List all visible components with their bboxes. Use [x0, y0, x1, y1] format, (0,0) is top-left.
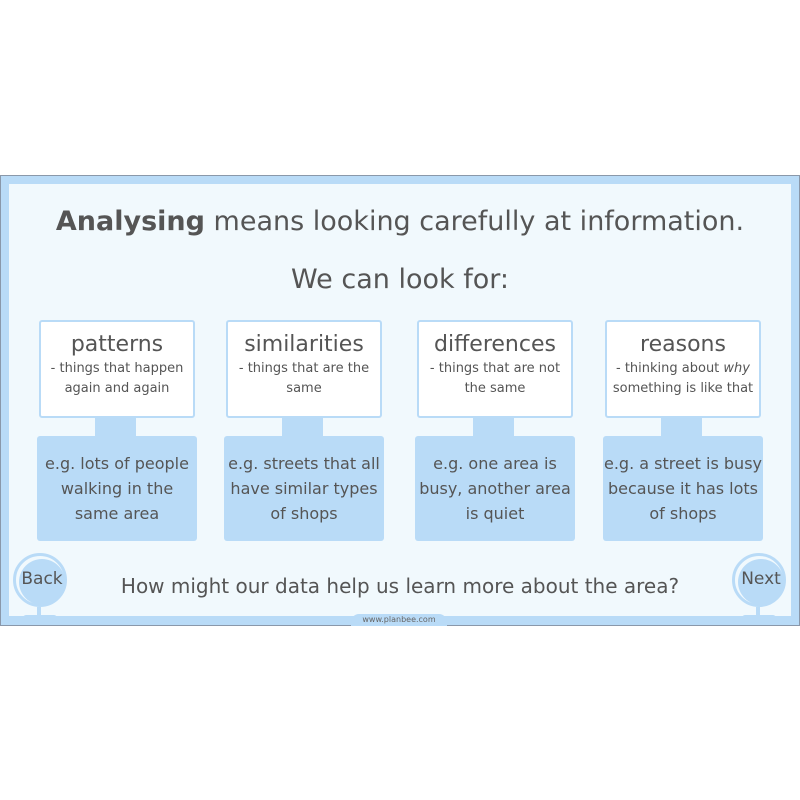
term-box: similarities - things that are the same: [226, 320, 382, 418]
title-text: means looking carefully at information.: [204, 206, 745, 237]
connector: [661, 416, 702, 436]
term-definition: - things that are not the same: [429, 361, 561, 396]
globe-icon: [732, 553, 786, 607]
next-button[interactable]: Next: [730, 553, 790, 623]
connector: [282, 416, 323, 436]
card-differences: differences - things that are not the sa…: [415, 320, 575, 541]
term-word: similarities: [244, 332, 364, 357]
slide-subtitle: We can look for:: [291, 264, 509, 295]
example-box: e.g. a street is busy because it has lot…: [603, 436, 763, 541]
back-button[interactable]: Back: [11, 553, 71, 623]
globe-icon: [13, 553, 67, 607]
footer-url: www.planbee.com: [351, 614, 447, 626]
card-reasons: reasons - thinking about why something i…: [603, 320, 763, 541]
slide-content: Analysing means looking carefully at inf…: [9, 184, 791, 626]
term-definition: - things that are the same: [238, 361, 370, 396]
term-box: reasons - thinking about why something i…: [605, 320, 761, 418]
example-box: e.g. lots of people walking in the same …: [37, 436, 197, 541]
card-patterns: patterns - things that happen again and …: [37, 320, 197, 541]
connector: [473, 416, 514, 436]
card-similarities: similarities - things that are the same …: [224, 320, 384, 541]
term-word: patterns: [70, 332, 164, 357]
next-label: Next: [741, 569, 781, 589]
connector: [95, 416, 136, 436]
slide-title: Analysing means looking carefully at inf…: [9, 206, 791, 237]
term-word: differences: [434, 332, 556, 357]
term-word: reasons: [640, 332, 726, 357]
example-box: e.g. one area is busy, another area is q…: [415, 436, 575, 541]
back-label: Back: [21, 569, 63, 589]
example-box: e.g. streets that all have similar types…: [224, 436, 384, 541]
term-definition: - thinking about why something is like t…: [612, 361, 754, 396]
title-keyword: Analysing: [55, 206, 205, 237]
term-box: patterns - things that happen again and …: [39, 320, 195, 418]
term-definition: - things that happen again and again: [50, 361, 184, 396]
question-text: How might our data help us learn more ab…: [120, 574, 680, 598]
term-box: differences - things that are not the sa…: [417, 320, 573, 418]
slide: Analysing means looking carefully at inf…: [0, 175, 800, 626]
